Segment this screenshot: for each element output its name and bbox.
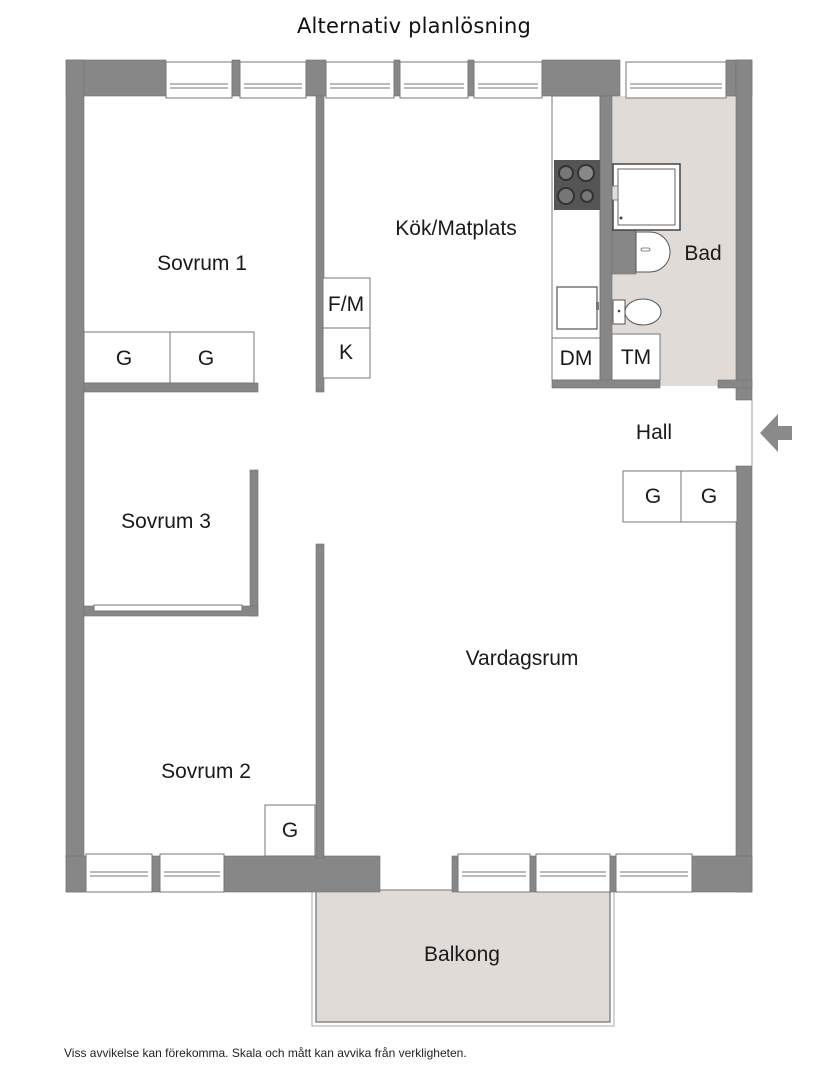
room-label-hall: Hall	[635, 421, 673, 444]
sliding-door	[93, 604, 243, 612]
windows-bottom	[85, 853, 693, 893]
walls	[65, 59, 753, 893]
room-label-sovrum-2: Sovrum 2	[161, 760, 251, 783]
plan-title: Alternativ planlösning	[296, 14, 532, 38]
disclaimer-text: Viss avvikelse kan förekomma. Skala och …	[64, 1046, 467, 1060]
kitchen-counter	[551, 95, 601, 381]
entrance-arrow-icon	[760, 414, 792, 452]
toilet-icon	[612, 298, 662, 326]
balcony-floor	[315, 889, 611, 1023]
k-box	[322, 327, 371, 379]
windows-top	[165, 61, 727, 99]
fixture-label-fm: F/M	[327, 293, 365, 316]
dm-box	[551, 337, 601, 381]
room-label-sovrum-3: Sovrum 3	[121, 510, 211, 533]
room-label-vardagsrum: Vardagsrum	[465, 647, 579, 670]
sink-icon	[635, 231, 671, 273]
wardrobe-sovrum2	[264, 804, 316, 857]
fixture-label-k: K	[338, 341, 354, 364]
tm-box	[611, 333, 661, 381]
wardrobe-sovrum1-b	[169, 331, 255, 384]
dishwasher-appliance	[556, 286, 598, 330]
room-label-sovrum-1: Sovrum 1	[157, 252, 247, 275]
fm-box	[322, 277, 371, 329]
fixture-label-g: G	[115, 347, 133, 370]
fixture-label-dm: DM	[559, 347, 593, 370]
fixture-label-g: G	[281, 819, 299, 842]
shower-icon	[611, 163, 681, 231]
wardrobe-sovrum1-a	[83, 331, 171, 384]
fixture-label-g: G	[197, 347, 215, 370]
stove-icon	[554, 160, 600, 210]
room-label-balkong: Balkong	[424, 943, 500, 966]
fixture-label-g: G	[644, 485, 662, 508]
fixture-label-g: G	[700, 485, 718, 508]
room-label-kok: Kök/Matplats	[395, 217, 517, 240]
fixture-label-tm: TM	[620, 346, 652, 369]
room-label-bad: Bad	[684, 242, 722, 265]
wardrobe-hall-b	[680, 470, 738, 523]
